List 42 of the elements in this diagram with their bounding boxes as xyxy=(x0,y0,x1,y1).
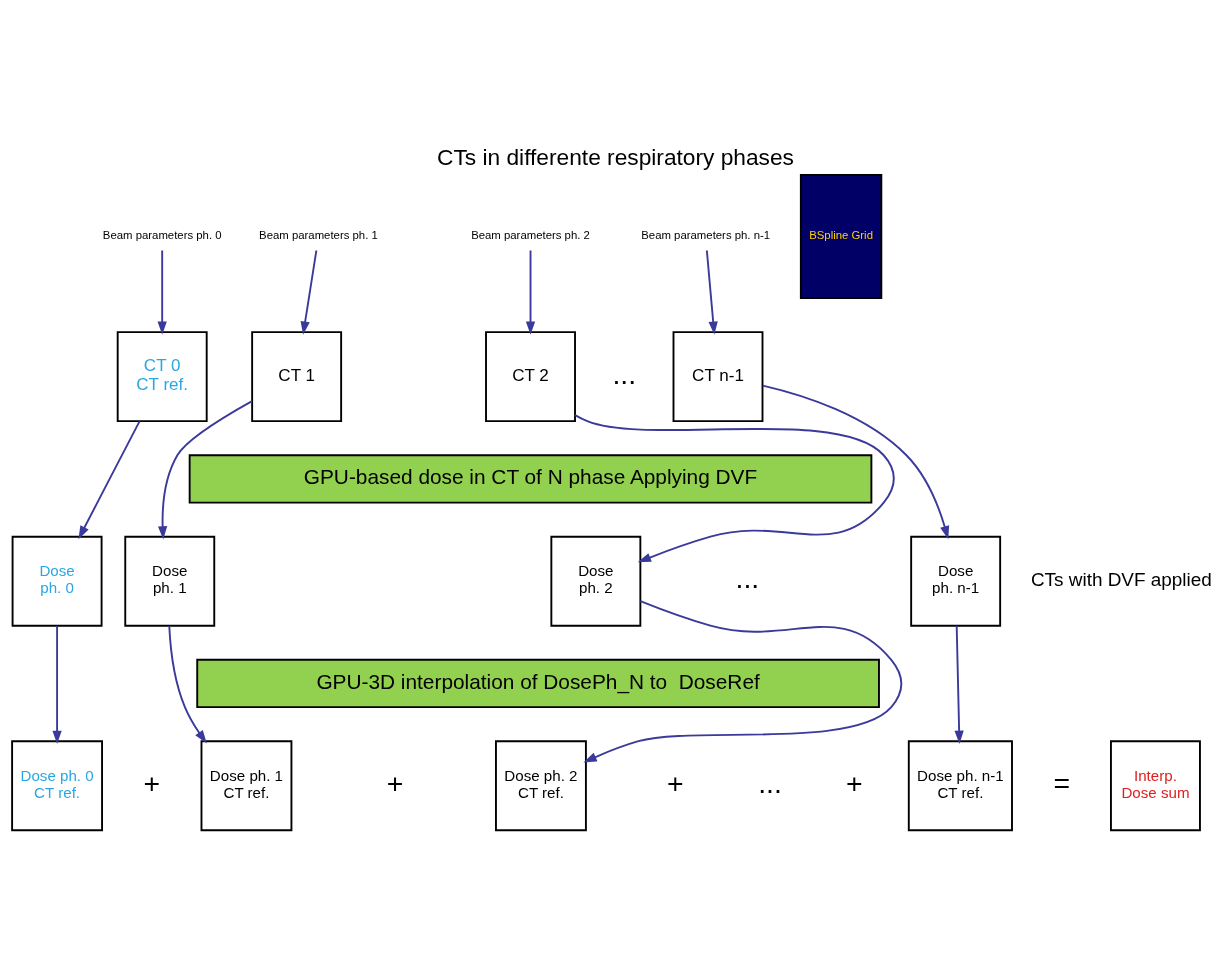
arrow xyxy=(574,414,895,563)
label: + xyxy=(846,766,863,799)
node-box: Dose ph. 0 CT ref. xyxy=(11,740,103,832)
node-box: Dose ph. 2 CT ref. xyxy=(495,740,587,832)
node-box: Dose ph. n-1 CT ref. xyxy=(907,740,1013,832)
label: ... xyxy=(612,357,637,390)
arrow xyxy=(157,249,167,335)
node-box: CT 2 xyxy=(485,331,576,423)
node-box: GPU-based dose in CT of N phase Applying DVF xyxy=(188,454,873,504)
diagram-title: CTs in differente respiratory phases xyxy=(437,143,794,170)
label: = xyxy=(1053,766,1071,799)
node-box: Interp. Dose sum xyxy=(1110,740,1201,832)
node-box: CT 1 xyxy=(251,331,343,423)
arrow xyxy=(168,624,207,744)
node-box: GPU-3D interpolation of DosePh_N to DoseRef xyxy=(196,658,880,709)
arrow xyxy=(761,384,950,540)
node-text: Beam parameters ph. 2 xyxy=(471,229,590,242)
label: + xyxy=(386,766,404,799)
node-box: CT n-1 xyxy=(672,331,764,423)
label: + xyxy=(143,766,161,799)
label: CTs with DVF applied xyxy=(1030,568,1212,590)
label: ... xyxy=(735,562,760,595)
arrow xyxy=(705,249,718,335)
node-box: Dose ph. 2 xyxy=(550,535,642,627)
node-box: BSpline Grid xyxy=(799,174,883,299)
node-box: Dose ph. 1 xyxy=(124,535,216,627)
arrow xyxy=(157,400,253,540)
node-box: Dose ph. 0 xyxy=(11,535,103,627)
arrow xyxy=(52,624,62,744)
node-text: Beam parameters ph. 0 xyxy=(102,229,222,242)
arrow xyxy=(954,624,964,744)
node-box: Dose ph. n-1 xyxy=(910,535,1002,627)
arrow xyxy=(78,420,141,540)
arrow xyxy=(300,249,318,335)
label: ... xyxy=(758,766,782,799)
node-box: CT 0 CT ref. xyxy=(116,331,208,423)
arrow xyxy=(583,600,903,763)
label: + xyxy=(667,766,684,799)
node-text: Beam parameters ph. n-1 xyxy=(641,229,771,242)
node-text: Beam parameters ph. 1 xyxy=(259,229,378,242)
node-box: Dose ph. 1 CT ref. xyxy=(200,740,293,832)
arrow xyxy=(525,249,536,335)
